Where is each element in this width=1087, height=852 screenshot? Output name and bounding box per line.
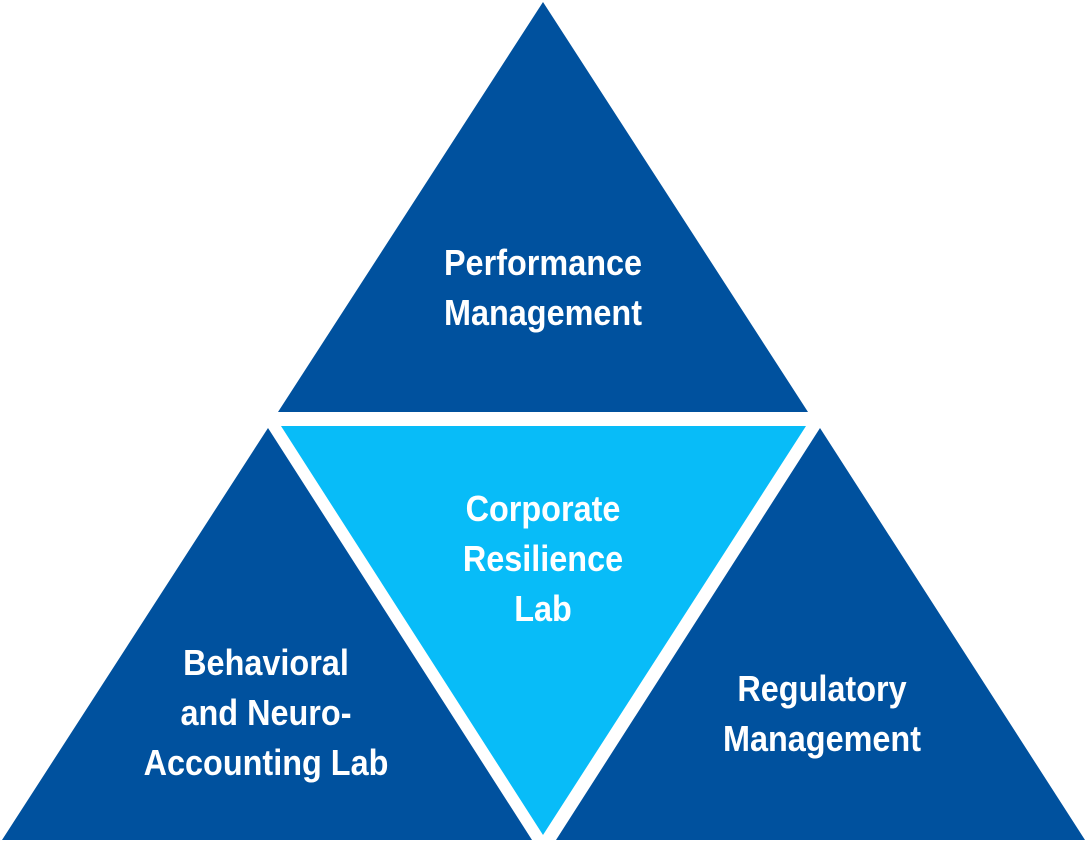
left-triangle-label: Behavioral and Neuro- Accounting Lab	[144, 638, 389, 788]
top-label-line-2: Management	[443, 292, 643, 333]
center-triangle-label: Corporate Resilience Lab	[463, 484, 623, 634]
left-label-line-3: Accounting Lab	[143, 742, 389, 783]
center-label-line-2: Resilience	[462, 538, 624, 579]
top-label-line-1: Performance	[443, 242, 643, 283]
center-label-line-3: Lab	[514, 588, 572, 629]
top-triangle	[278, 2, 808, 412]
right-label-line-1: Regulatory	[737, 668, 907, 709]
left-label-line-1: Behavioral	[183, 642, 349, 683]
left-label-line-2: and Neuro-	[180, 692, 352, 733]
top-triangle-label: Performance Management	[444, 238, 642, 338]
right-triangle	[556, 428, 1085, 840]
right-label-line-2: Management	[722, 718, 922, 759]
center-label-line-1: Corporate	[465, 488, 621, 529]
center-triangle	[281, 426, 806, 835]
right-triangle-label: Regulatory Management	[723, 664, 921, 764]
left-triangle	[2, 428, 532, 840]
